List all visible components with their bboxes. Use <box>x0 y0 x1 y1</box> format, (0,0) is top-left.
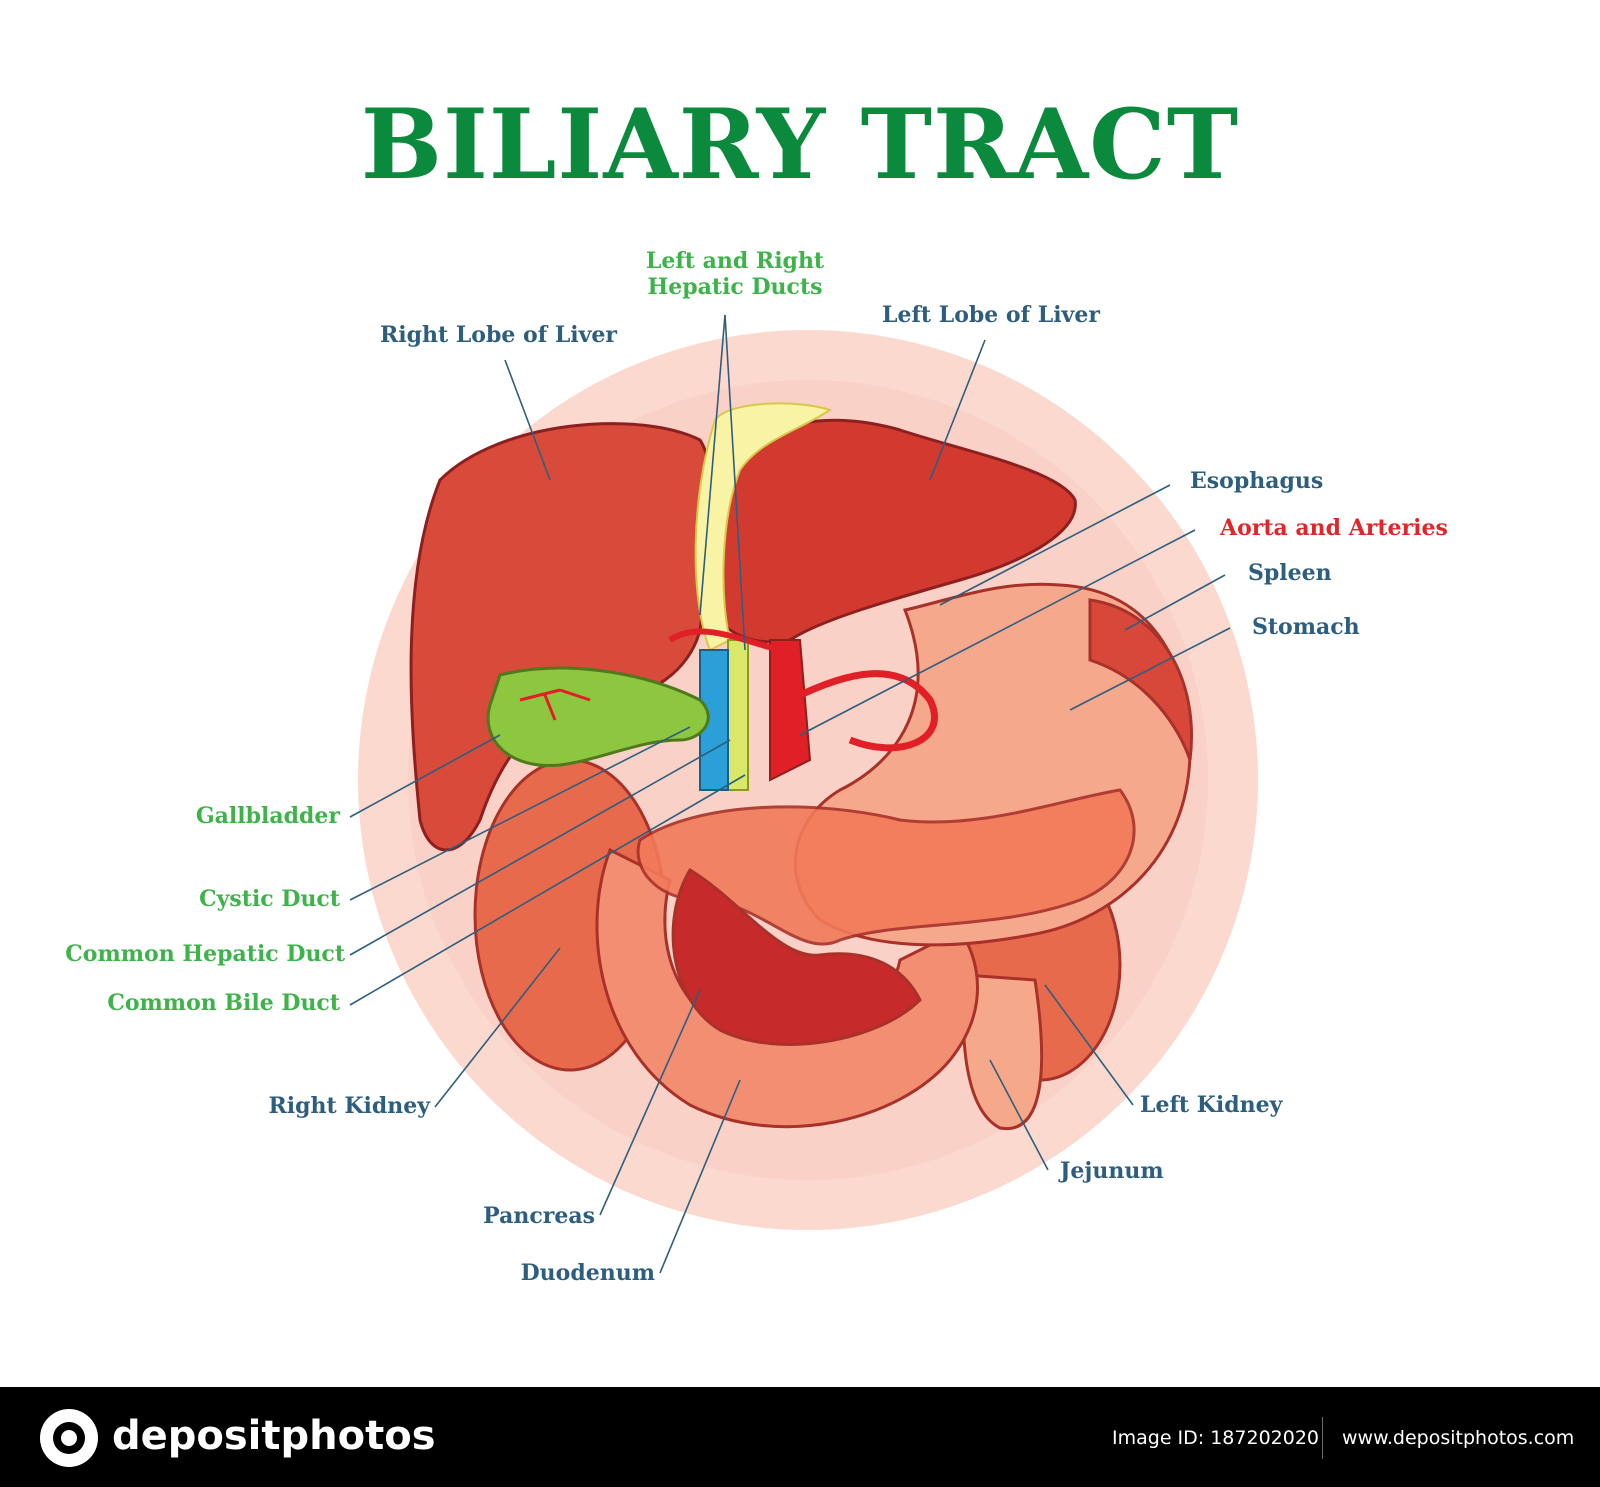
page-title: BILIARY TRACT <box>360 88 1240 201</box>
spleen-label: Spleen <box>1248 560 1332 586</box>
footer-brand: depositphotos <box>112 1413 436 1459</box>
left-kidney-label: Left Kidney <box>1140 1092 1283 1118</box>
stomach-label: Stomach <box>1252 614 1360 640</box>
aorta-label: Aorta and Arteries <box>1220 515 1448 541</box>
spleen-shape <box>1088 598 1193 761</box>
left-lobe-label: Left Lobe of Liver <box>882 302 1100 328</box>
hepatic-ducts-label-line2: Hepatic Ducts <box>647 274 823 300</box>
footer-divider <box>1322 1417 1323 1459</box>
common-bile-duct-label: Common Bile Duct <box>107 990 340 1016</box>
esophagus-label: Esophagus <box>1190 468 1324 494</box>
right-lobe-label: Right Lobe of Liver <box>380 322 618 348</box>
gallbladder-label: Gallbladder <box>195 803 340 829</box>
right-kidney-label: Right Kidney <box>268 1093 430 1119</box>
depositphotos-logo-icon <box>40 1409 98 1467</box>
pancreas-label: Pancreas <box>483 1203 595 1229</box>
jejunum-label: Jejunum <box>1060 1158 1164 1184</box>
hepatic-duct-shape <box>694 402 833 652</box>
footer-image-id: Image ID: 187202020 <box>1112 1427 1320 1449</box>
hepatic-ducts-label-line1: Left and Right <box>645 248 825 274</box>
footer-website: www.depositphotos.com <box>1342 1427 1575 1449</box>
duodenum-label: Duodenum <box>520 1260 655 1286</box>
common-bile-duct-shape <box>727 639 749 791</box>
aorta-shape <box>769 639 812 782</box>
common-hepatic-duct-label: Common Hepatic Duct <box>65 941 345 967</box>
gallbladder-shape <box>486 666 710 768</box>
anatomy-illustration <box>349 314 1258 1274</box>
hepatic-ducts-label: Left and Right Hepatic Ducts <box>610 248 860 300</box>
cystic-duct-label: Cystic Duct <box>199 886 340 912</box>
leader-lines <box>349 314 1231 1274</box>
footer-bar: depositphotos Image ID: 187202020 www.de… <box>0 1387 1600 1487</box>
